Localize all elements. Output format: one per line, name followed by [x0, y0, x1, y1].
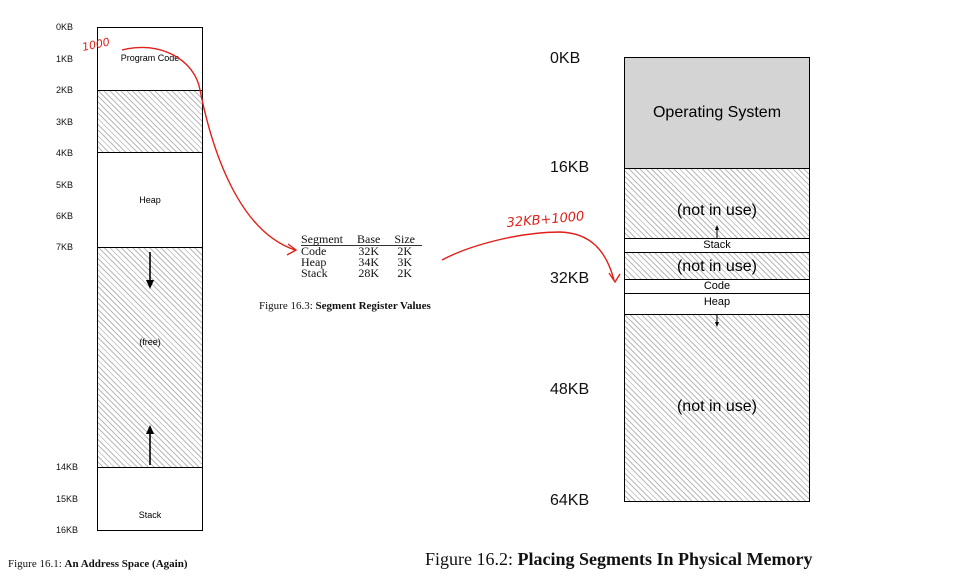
not-in-use-segment-1: (not in use) — [624, 168, 810, 239]
not-in-use-label-3: (not in use) — [676, 398, 758, 415]
table-cell: 2K — [397, 266, 412, 280]
figure-16-1-caption-prefix: Figure 16.1: — [8, 558, 65, 570]
addr-label-15kb: 15KB — [56, 494, 79, 504]
table-to-physical-arrowhead-icon — [608, 272, 621, 284]
column-header-size: Size — [387, 233, 422, 246]
figure-16-3-caption: Figure 16.3: Segment Register Values — [259, 300, 431, 312]
stack-segment: Stack — [97, 467, 203, 531]
operating-system-label: Operating System — [652, 104, 782, 121]
figure-16-2-caption-prefix: Figure 16.2: — [425, 549, 518, 569]
figure-16-3-caption-title: Segment Register Values — [315, 300, 431, 312]
stack-growth-arrow-icon — [146, 425, 154, 465]
addr-label-5kb: 5KB — [56, 180, 74, 190]
table-cell: 32K — [358, 244, 379, 258]
phys-stack-label: Stack — [703, 239, 731, 251]
figure-16-3-caption-prefix: Figure 16.3: — [259, 300, 316, 312]
table-cell: 34K — [358, 255, 379, 269]
table-row: Code 32K 2K — [301, 244, 422, 258]
table-cell: Heap — [301, 255, 327, 269]
table-header-row: Segment Base Size — [301, 233, 422, 246]
heap-label: Heap — [139, 195, 161, 205]
table-cell: 3K — [397, 255, 412, 269]
operating-system-segment: Operating System — [624, 57, 810, 169]
segment-register-table: Segment Base Size Code 32K 2K Heap 34K 3… — [301, 233, 422, 279]
not-in-use-segment-3: (not in use) — [624, 314, 810, 502]
table-to-physical-arrow — [441, 231, 615, 281]
virtual-to-table-arrowhead-icon — [286, 243, 298, 256]
phys-label-0kb: 0KB — [550, 50, 581, 67]
table-cell: Code — [301, 244, 327, 258]
addr-label-14kb: 14KB — [56, 462, 79, 472]
phys-stack-growth-arrow-icon — [715, 225, 719, 238]
figure-16-2-caption: Figure 16.2: Placing Segments In Physica… — [425, 549, 812, 570]
column-header-base: Base — [350, 233, 388, 246]
addr-label-3kb: 3KB — [56, 117, 74, 127]
heap-growth-arrow-icon — [146, 252, 154, 289]
physical-address-annotation: 32KB+1000 — [506, 209, 585, 231]
figure-16-2-caption-title: Placing Segments In Physical Memory — [517, 549, 813, 569]
table-row: Stack 28K 2K — [301, 266, 422, 280]
not-in-use-segment-2: (not in use) — [624, 252, 810, 280]
column-header-segment: Segment — [301, 233, 350, 246]
addr-label-1kb: 1KB — [56, 54, 74, 64]
table-cell: 28K — [358, 266, 379, 280]
table-cell: Stack — [301, 266, 328, 280]
stack-label: Stack — [138, 510, 162, 520]
addr-label-2kb: 2KB — [56, 85, 74, 95]
not-in-use-label-2: (not in use) — [676, 258, 758, 275]
unused-gap-segment — [97, 90, 203, 153]
addr-label-4kb: 4KB — [56, 148, 74, 158]
figure-16-1-caption-title: An Address Space (Again) — [64, 558, 188, 570]
free-label: (free) — [139, 337, 161, 347]
figure-16-1-caption: Figure 16.1: An Address Space (Again) — [8, 558, 188, 570]
addr-label-7kb: 7KB — [56, 242, 74, 252]
offset-annotation: 1000 — [81, 35, 111, 54]
phys-heap-growth-arrow-icon — [715, 315, 719, 327]
table-cell: 2K — [397, 244, 412, 258]
phys-label-16kb: 16KB — [550, 159, 590, 176]
addr-label-0kb: 0KB — [56, 22, 74, 32]
table-row: Heap 34K 3K — [301, 255, 422, 269]
not-in-use-label-1: (not in use) — [676, 202, 758, 219]
program-code-label: Program Code — [120, 53, 180, 63]
phys-label-32kb: 32KB — [550, 270, 590, 287]
virtual-to-table-arrow — [121, 46, 296, 251]
phys-label-64kb: 64KB — [550, 492, 590, 509]
phys-label-48kb: 48KB — [550, 381, 590, 398]
addr-label-16kb: 16KB — [56, 525, 79, 535]
addr-label-6kb: 6KB — [56, 211, 74, 221]
phys-code-label: Code — [703, 280, 731, 292]
phys-heap-label: Heap — [703, 296, 731, 308]
